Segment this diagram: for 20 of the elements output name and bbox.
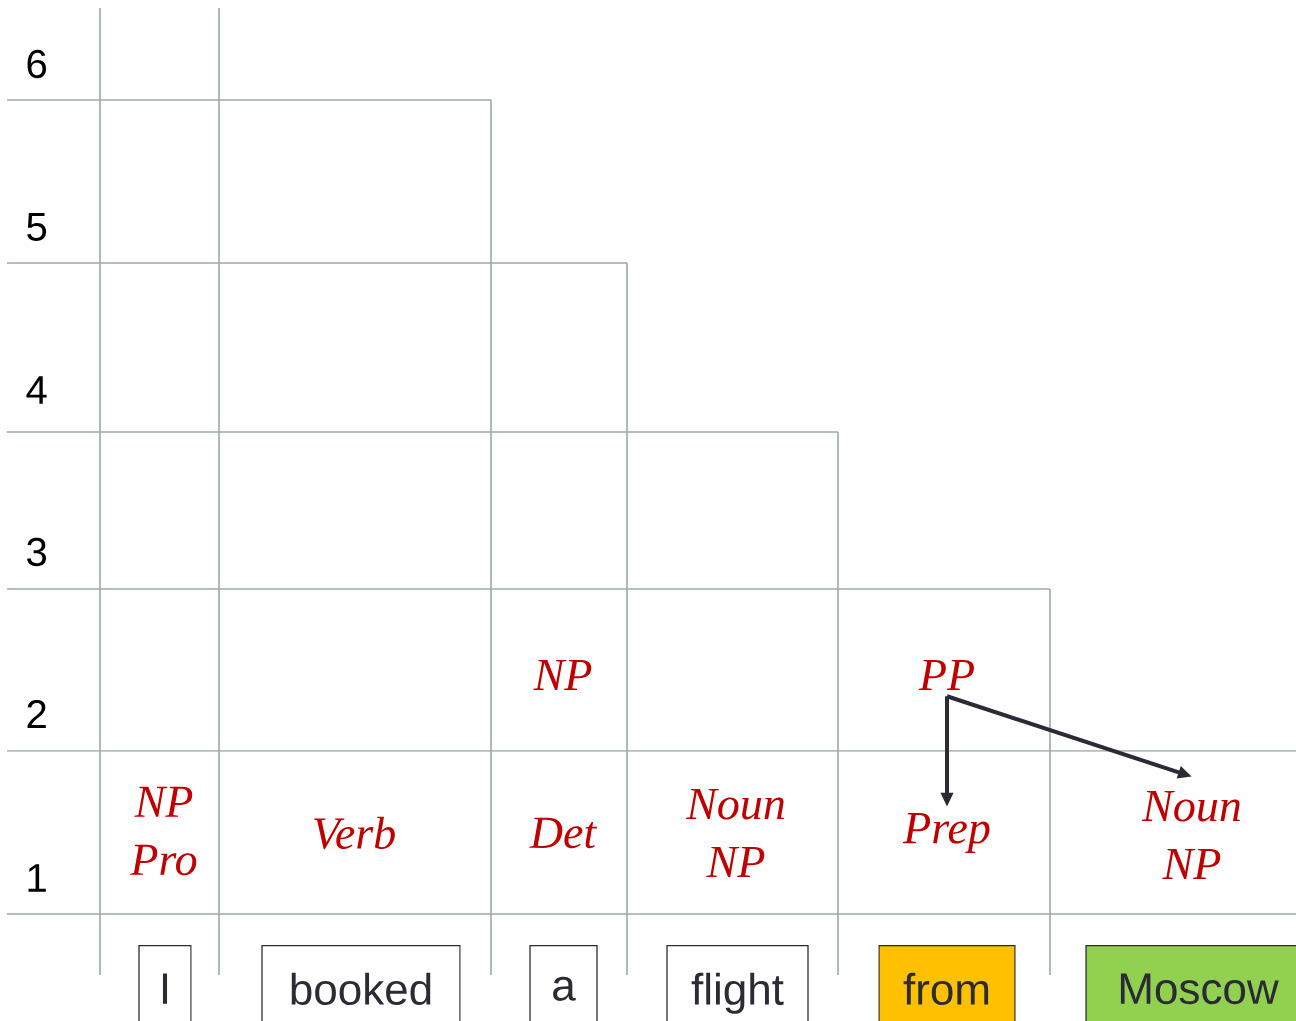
row-number: 4: [26, 376, 47, 404]
row-number: 5: [27, 213, 47, 241]
row-number: 6: [27, 49, 46, 79]
word-box: flight: [666, 945, 809, 1021]
category-label: Det: [529, 817, 598, 849]
category-label: NP Pro: [130, 786, 197, 876]
word-box: Moscow: [1085, 945, 1296, 1021]
word-box: a: [529, 945, 598, 1021]
category-label: Verb: [314, 816, 395, 850]
row-number: 2: [27, 700, 46, 728]
category-label: PP: [918, 659, 974, 691]
word-box: I: [138, 945, 192, 1021]
row-number: 1: [28, 864, 46, 892]
category-label: NP: [533, 659, 592, 691]
word-box: from: [878, 945, 1016, 1021]
category-label: Noun NP: [1141, 790, 1240, 880]
row-number: 3: [27, 537, 46, 567]
word-box: booked: [261, 945, 461, 1021]
category-label: Noun NP: [685, 788, 784, 878]
category-label: Prep: [902, 813, 990, 853]
